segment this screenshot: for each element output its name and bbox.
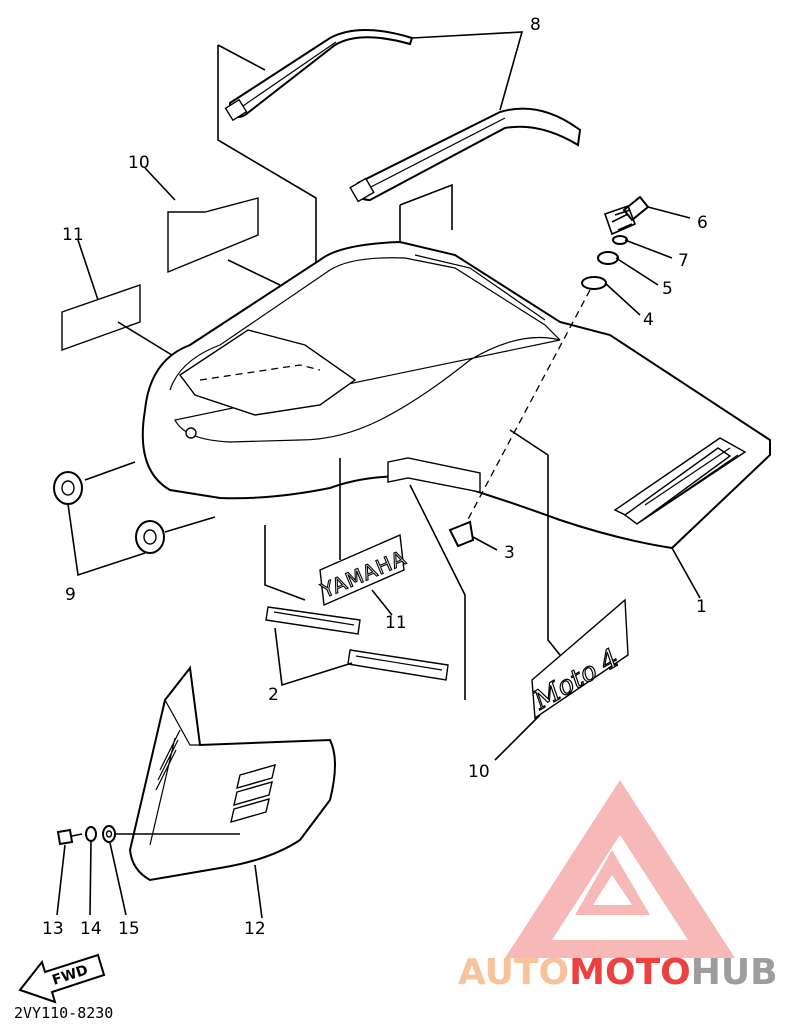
callout-numbers: 8 10 11 6 7 5 4 3 1 9 11 2 10 13 14 15 1… [42, 15, 708, 939]
watermark-part1: AUTO [458, 952, 569, 993]
callout-13: 13 [42, 919, 64, 939]
svg-text:AUTOMOTOHUB: AUTOMOTOHUB [458, 952, 778, 993]
frame-line-lower-left [264, 525, 306, 601]
callout-3: 3 [504, 543, 515, 563]
diagram-code: 2VY110-8230 [14, 1004, 113, 1022]
lower-cover-vents [155, 729, 276, 823]
leader-8 [411, 31, 524, 111]
callout-10-upper: 10 [128, 153, 150, 173]
decal-strip-center [387, 457, 481, 493]
decal-11-upper [61, 239, 181, 361]
clip-3 [448, 520, 498, 551]
watermark-logo [505, 780, 735, 958]
callout-10-lower: 10 [468, 762, 490, 782]
callout-11-upper: 11 [62, 225, 84, 245]
frame-line-left [217, 44, 317, 300]
leader-1 [671, 547, 701, 599]
frame-line-center [409, 484, 466, 700]
strips-2 [265, 606, 449, 687]
fender-vents [613, 437, 747, 525]
side-rail-left [224, 29, 414, 122]
watermark-part3: HUB [691, 952, 778, 993]
decal-10-upper [144, 167, 281, 286]
callout-6: 6 [697, 213, 708, 233]
lower-cover [128, 665, 336, 919]
callout-15: 15 [118, 919, 140, 939]
callout-12: 12 [244, 919, 266, 939]
assembly-line [464, 289, 591, 526]
callout-9: 9 [65, 585, 76, 605]
callout-2: 2 [268, 685, 279, 705]
grommets-9 [53, 461, 216, 577]
callout-5: 5 [662, 279, 673, 299]
callout-7: 7 [678, 251, 689, 271]
side-rail-right [349, 107, 582, 203]
watermark-part2: MOTO [569, 952, 691, 993]
callout-8: 8 [530, 15, 541, 35]
callout-4: 4 [643, 310, 654, 330]
callout-11-lower: 11 [385, 613, 407, 633]
bolt-assembly [581, 195, 691, 316]
callout-1: 1 [696, 597, 707, 617]
callout-14: 14 [80, 919, 102, 939]
main-fender [141, 240, 771, 550]
fasteners-13-14-15 [56, 825, 240, 916]
watermark-text: AUTOMOTOHUB [458, 952, 778, 993]
fwd-arrow: FWD [18, 953, 106, 1004]
